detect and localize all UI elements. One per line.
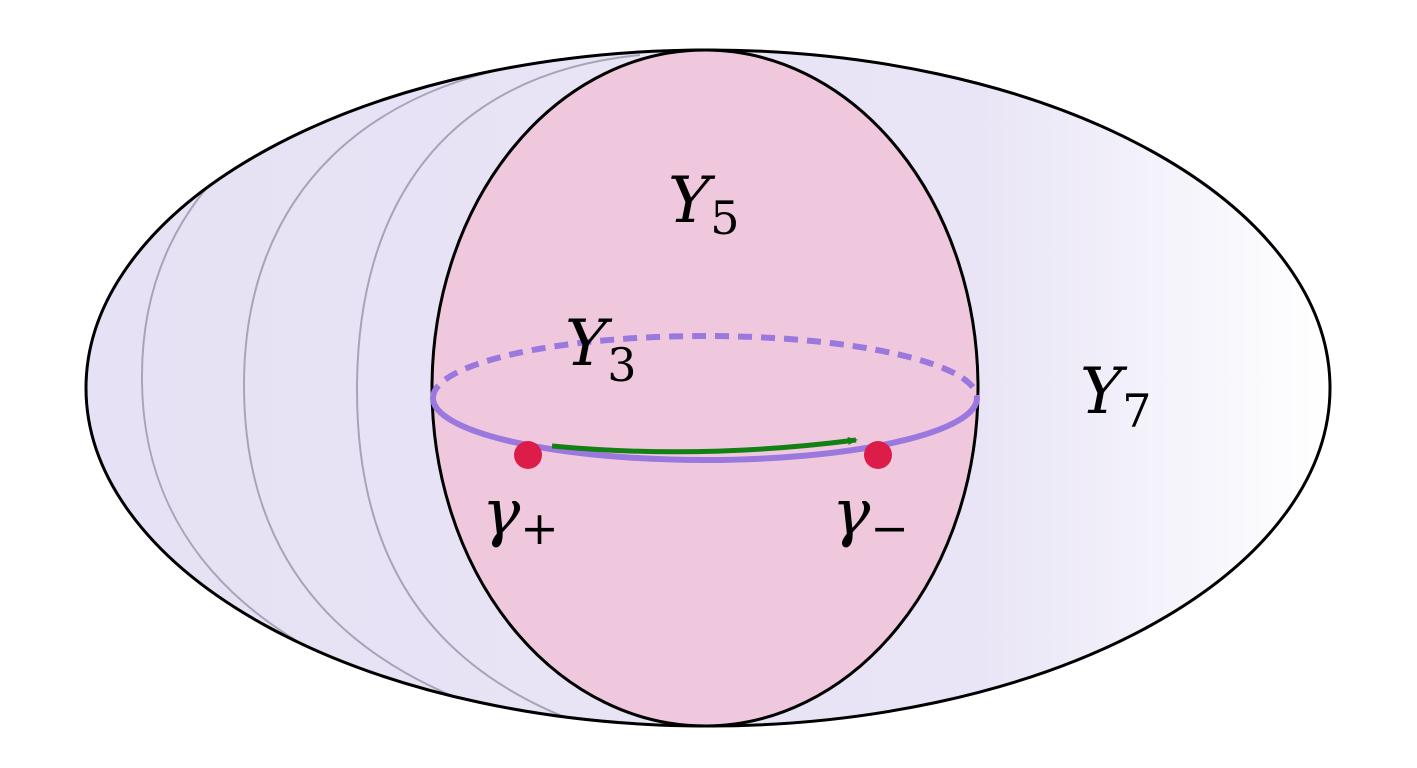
- inner-region-y5: [430, 48, 980, 728]
- label-gamma-plus: γ+: [482, 476, 559, 555]
- label-y7: Y7: [1080, 355, 1152, 438]
- label-gamma-plus-sub: +: [520, 501, 559, 555]
- label-gamma-minus-sub: −: [870, 501, 909, 555]
- label-y3-sub: 3: [607, 338, 636, 392]
- slice-curve-inner: [355, 54, 641, 726]
- label-y7-main: Y: [1080, 355, 1128, 429]
- point-gamma-minus: [864, 441, 892, 469]
- label-y5: Y5: [668, 164, 740, 245]
- flow-arrow: [551, 437, 858, 455]
- label-gamma-minus-main: γ: [832, 476, 871, 550]
- outer-outline: [84, 48, 1332, 728]
- label-y5-sub: 5: [710, 191, 739, 245]
- label-y7-sub: 7: [1122, 384, 1151, 438]
- label-y5-main: Y: [668, 164, 716, 238]
- label-gamma-minus: γ−: [832, 476, 909, 555]
- equator-y3-back: [430, 333, 980, 399]
- label-y3-main: Y: [565, 307, 613, 381]
- slice-curve-middle: [242, 54, 601, 726]
- point-gamma-plus: [514, 441, 542, 469]
- equator-y3-front: [430, 397, 980, 463]
- label-gamma-plus-main: γ: [482, 476, 521, 550]
- label-y3: Y3: [565, 307, 637, 392]
